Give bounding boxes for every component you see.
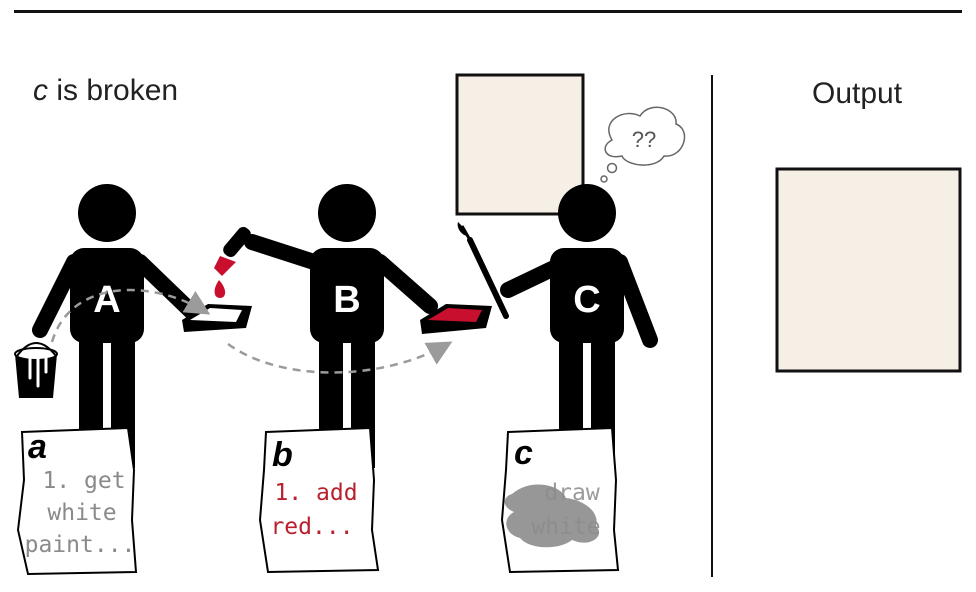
dropper-icon	[214, 226, 251, 298]
note-a-line-1: 1. get	[42, 468, 125, 494]
figure-a: A	[32, 184, 204, 468]
figure-b-letter: B	[333, 279, 360, 321]
note-b-line-2: red...	[270, 514, 353, 540]
note-c-letter: c	[514, 434, 533, 472]
figure-a-letter: A	[93, 279, 120, 321]
output-canvas	[775, 167, 962, 373]
figure-c: C	[500, 184, 658, 468]
arrow-a-to-tray	[50, 288, 211, 343]
scribble-mark	[504, 484, 600, 548]
paintbrush-icon	[457, 222, 509, 319]
note-a-line-3: paint...	[25, 532, 136, 558]
title-variable: c	[33, 74, 48, 107]
thought-bubble: ??	[600, 106, 686, 183]
red-paint-tray	[420, 304, 492, 334]
note-b: b 1. add red...	[258, 426, 380, 574]
thought-text: ??	[632, 127, 656, 152]
note-c: c draw white	[500, 426, 620, 574]
note-a-line-2: white	[47, 500, 116, 526]
divider	[711, 75, 713, 577]
note-a-letter: a	[28, 428, 47, 466]
figure-c-letter: C	[573, 279, 600, 321]
blank-canvas	[455, 73, 585, 216]
note-a: a 1. get white paint...	[16, 426, 138, 576]
title-text: is broken	[48, 74, 179, 107]
output-label: Output	[812, 77, 903, 110]
figure-b: B	[244, 184, 438, 468]
panel-title: c is broken	[33, 74, 178, 108]
paint-bucket	[14, 342, 58, 398]
note-b-letter: b	[272, 436, 293, 474]
top-rule	[14, 10, 962, 13]
arrow-tray-to-c	[227, 341, 453, 374]
note-b-line-1: 1. add	[274, 480, 357, 506]
